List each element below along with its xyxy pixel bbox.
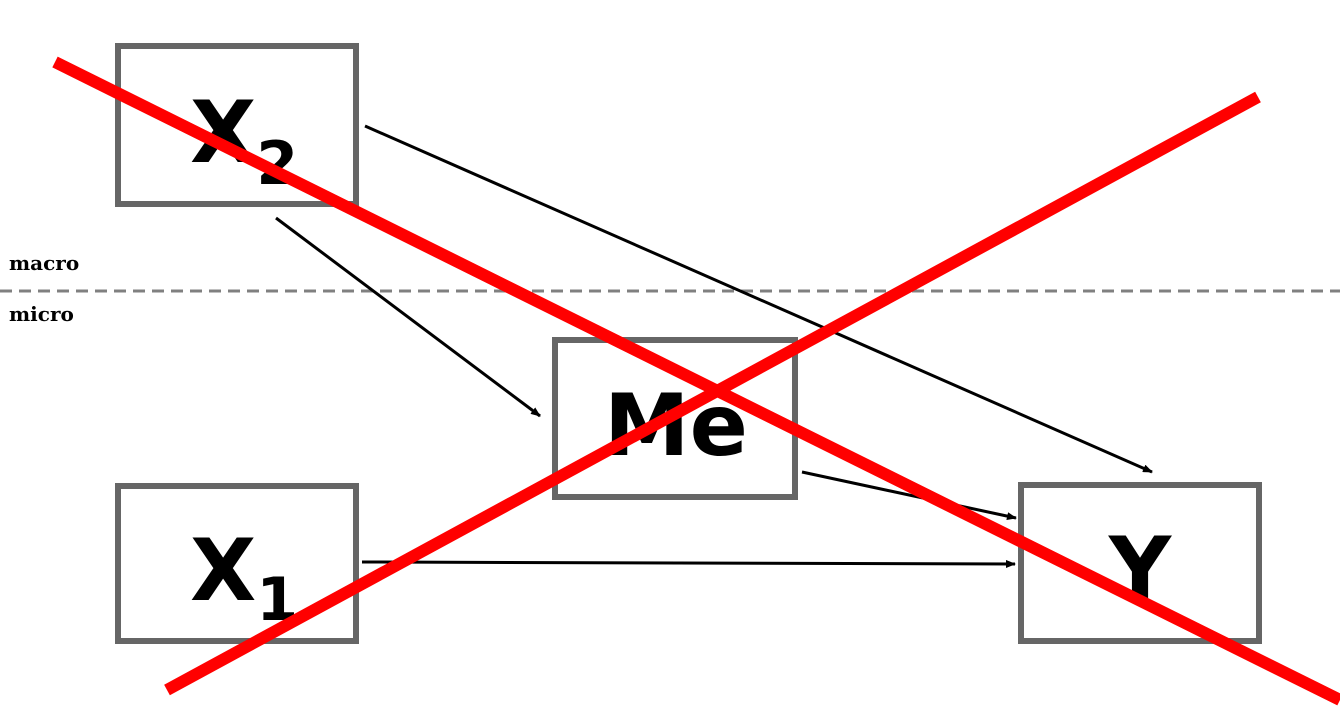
node-x2-box [115,43,359,207]
arrow-x2-to-me [275,216,541,418]
micro-label: micro [9,302,74,326]
arrow-x1-to-y [361,559,1016,568]
node-x1-label: X1 [190,521,298,635]
macro-label: macro [9,251,79,275]
arrow-x2-to-y [364,124,1153,474]
cross-out-mark [52,56,1340,706]
arrow-me-to-y [801,470,1017,521]
node-x1: X1 [115,483,359,644]
node-x2: X2 [115,43,359,207]
cross-line-1 [52,56,1340,706]
node-x1-main: X [190,521,256,621]
cross-line-2 [164,91,1261,696]
